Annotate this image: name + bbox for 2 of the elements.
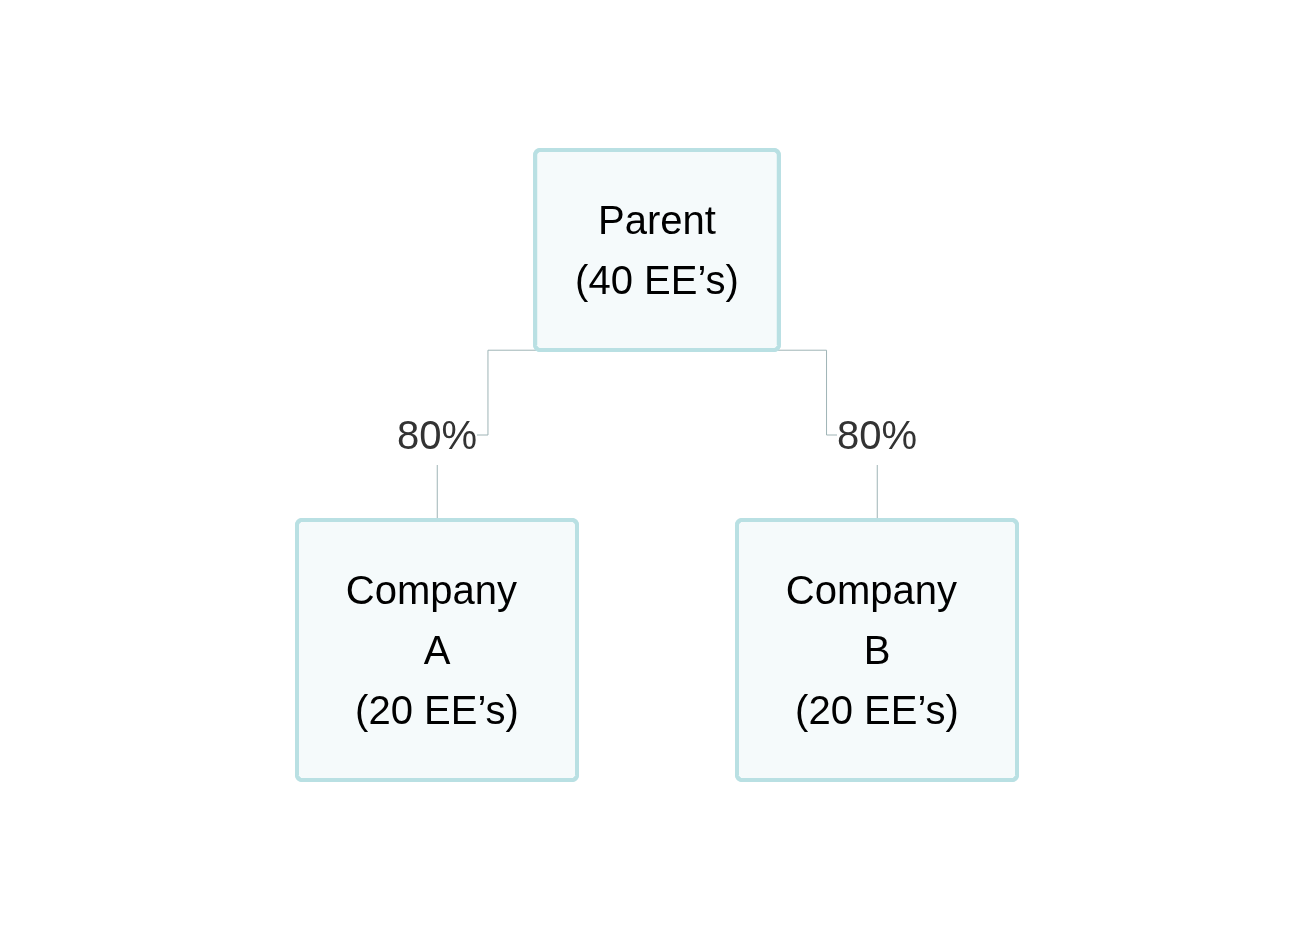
edge-label: 80%: [396, 413, 478, 457]
edge-label: 80%: [836, 413, 918, 457]
